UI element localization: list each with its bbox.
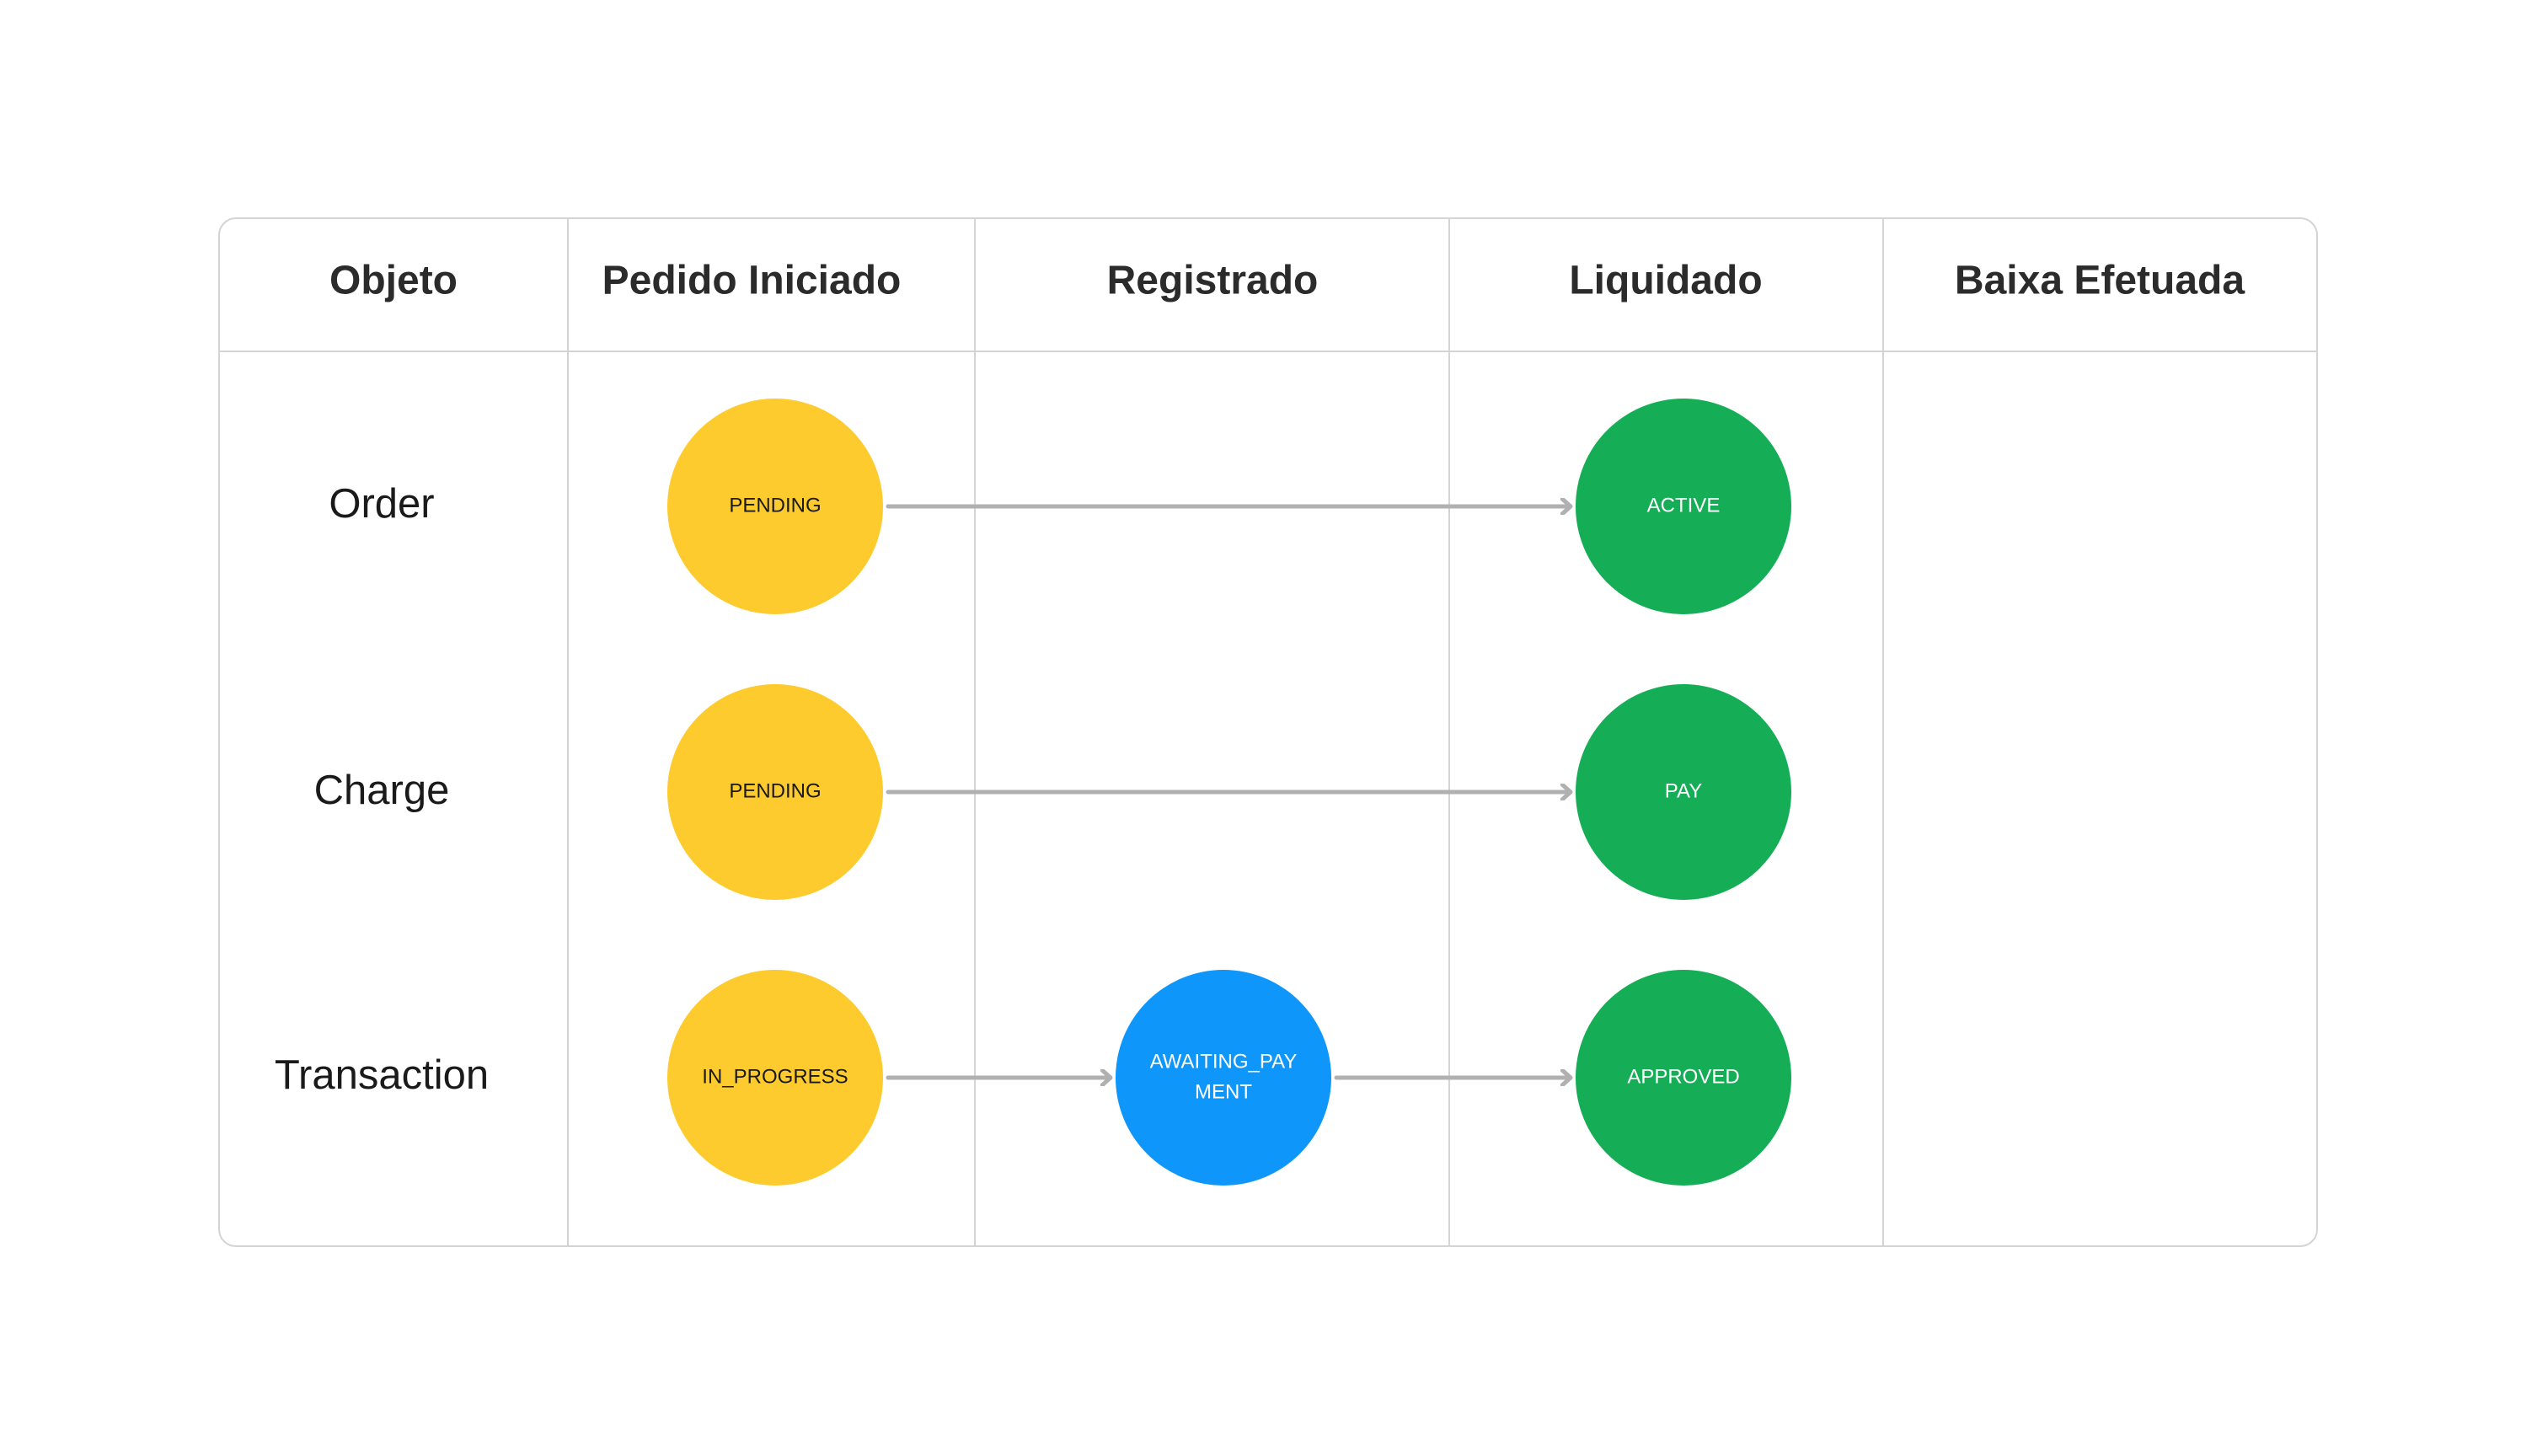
node-label: APPROVED [1627, 1065, 1739, 1088]
node-circle [667, 399, 883, 614]
row-label-order: Order [329, 481, 434, 527]
node-transaction-in-progress: IN_PROGRESS [667, 970, 883, 1186]
status-nodes: PENDING ACTIVE PENDING PAY IN_PROGRESS AWAITI… [667, 399, 1791, 1186]
node-circle [667, 684, 883, 900]
node-circle [1576, 970, 1791, 1186]
node-circle [1116, 970, 1331, 1186]
node-circle [1576, 684, 1791, 900]
node-label: MENT [1195, 1080, 1252, 1103]
node-label: IN_PROGRESS [702, 1065, 848, 1088]
node-label: AWAITING_PAY [1150, 1050, 1298, 1073]
row-label-transaction: Transaction [275, 1052, 489, 1098]
header-objeto: Objeto [329, 259, 458, 303]
node-order-pending: PENDING [667, 399, 883, 614]
node-transaction-awaiting-payment: AWAITING_PAY MENT [1116, 970, 1331, 1186]
row-labels: Order Charge Transaction [275, 481, 489, 1098]
node-transaction-approved: APPROVED [1576, 970, 1791, 1186]
header-pedido-iniciado: Pedido Iniciado [602, 259, 902, 303]
node-label: PENDING [729, 494, 821, 517]
node-label: ACTIVE [1647, 494, 1721, 517]
node-order-active: ACTIVE [1576, 399, 1791, 614]
table-border [218, 217, 2318, 1247]
node-label: PAY [1665, 779, 1702, 802]
node-circle [667, 970, 883, 1186]
node-charge-pending: PENDING [667, 684, 883, 900]
node-circle [1576, 399, 1791, 614]
node-label: PENDING [729, 779, 821, 802]
node-charge-pay: PAY [1576, 684, 1791, 900]
header-liquidado: Liquidado [1569, 259, 1762, 303]
table-grid [218, 217, 2318, 1247]
row-label-charge: Charge [314, 768, 450, 813]
column-headers: Objeto Pedido Iniciado Registrado Liquid… [329, 259, 2245, 303]
header-registrado: Registrado [1107, 259, 1319, 303]
header-baixa-efetuada: Baixa Efetuada [1955, 259, 2245, 303]
transition-arrows [886, 506, 1573, 1078]
